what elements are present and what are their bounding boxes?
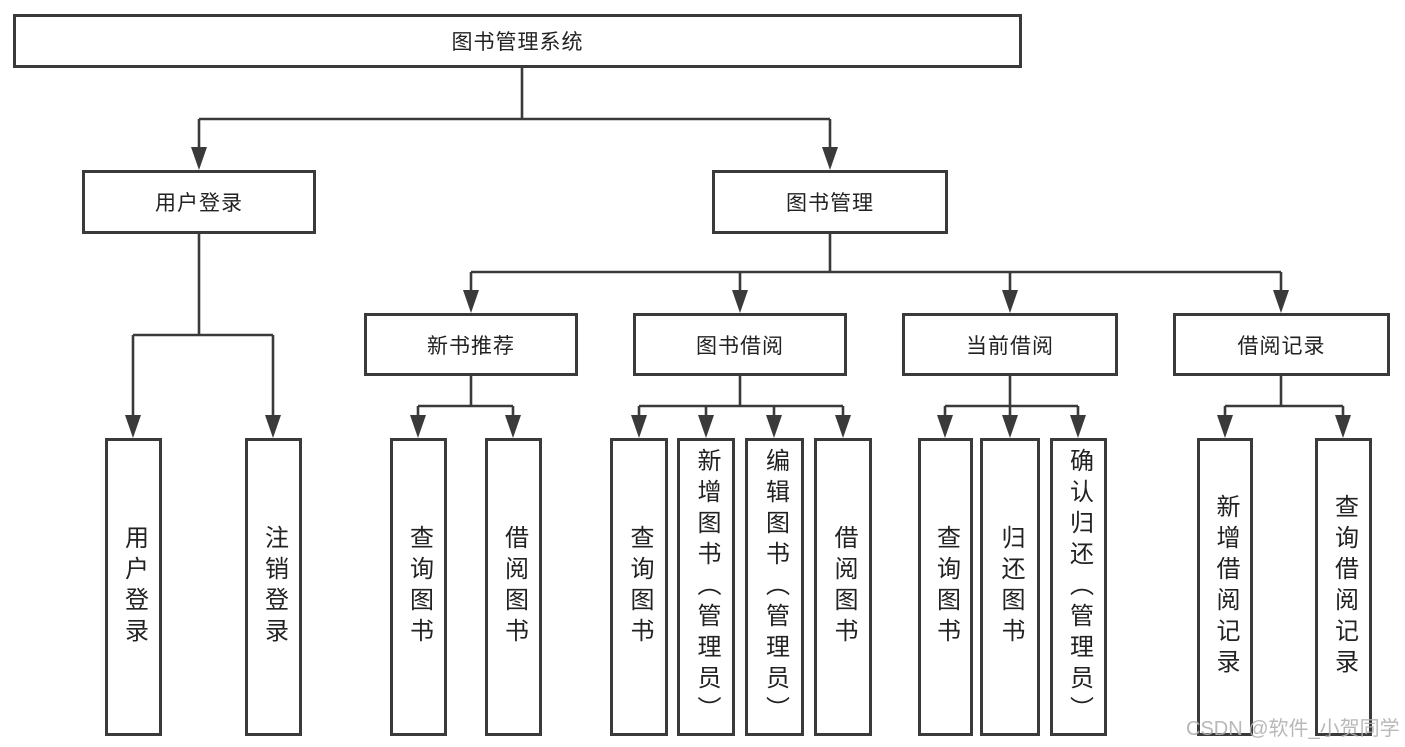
node-label: 图书管理系统 (451, 31, 584, 54)
node-new-book-recommendation: 新书推荐 (364, 313, 578, 376)
node-label: 用户登录 (155, 192, 243, 215)
node-borrowing-records: 借阅记录 (1173, 313, 1390, 376)
node-label: 用户登录 (120, 525, 148, 649)
node-label: 图书借阅 (696, 334, 784, 358)
leaf-borrow-books-recommend: 借阅图书 (485, 438, 542, 736)
leaf-logout: 注销登录 (245, 438, 302, 736)
leaf-query-books-borrowing: 查询图书 (610, 438, 668, 736)
leaf-query-books-current: 查询图书 (918, 438, 973, 736)
leaf-add-borrow-record: 新增借阅记录 (1197, 438, 1253, 736)
node-label: 确认归还（管理员） (1065, 447, 1093, 727)
node-label: 新增借阅记录 (1212, 494, 1239, 680)
node-label: 借阅图书 (500, 525, 528, 649)
node-current-borrowing: 当前借阅 (902, 313, 1118, 376)
node-label: 查询借阅记录 (1330, 494, 1358, 680)
node-label: 注销登录 (260, 525, 288, 649)
node-book-borrowing: 图书借阅 (633, 313, 847, 376)
leaf-borrow-books: 借阅图书 (814, 438, 872, 736)
node-label: 查询图书 (932, 525, 960, 649)
node-book-management-system: 图书管理系统 (13, 14, 1022, 68)
node-label: 新书推荐 (427, 334, 515, 358)
leaf-query-books-recommend: 查询图书 (390, 438, 447, 736)
node-label: 编辑图书（管理员） (761, 447, 789, 727)
leaf-query-borrow-record: 查询借阅记录 (1315, 438, 1372, 736)
leaf-user-login: 用户登录 (105, 438, 162, 736)
node-label: 当前借阅 (966, 334, 1054, 358)
leaf-return-books: 归还图书 (980, 438, 1040, 736)
node-label: 查询图书 (626, 525, 653, 649)
leaf-edit-books-admin: 编辑图书（管理员） (745, 438, 804, 736)
node-label: 借阅图书 (830, 525, 857, 649)
node-label: 归还图书 (997, 525, 1024, 649)
node-user-login: 用户登录 (82, 170, 316, 234)
node-label: 图书管理 (786, 192, 874, 215)
node-book-management: 图书管理 (712, 170, 948, 234)
node-label: 新增图书（管理员） (693, 447, 720, 727)
node-label: 查询图书 (405, 525, 433, 649)
node-label: 借阅记录 (1237, 334, 1326, 358)
leaf-add-books-admin: 新增图书（管理员） (677, 438, 735, 736)
leaf-confirm-return-admin: 确认归还（管理员） (1050, 438, 1107, 736)
